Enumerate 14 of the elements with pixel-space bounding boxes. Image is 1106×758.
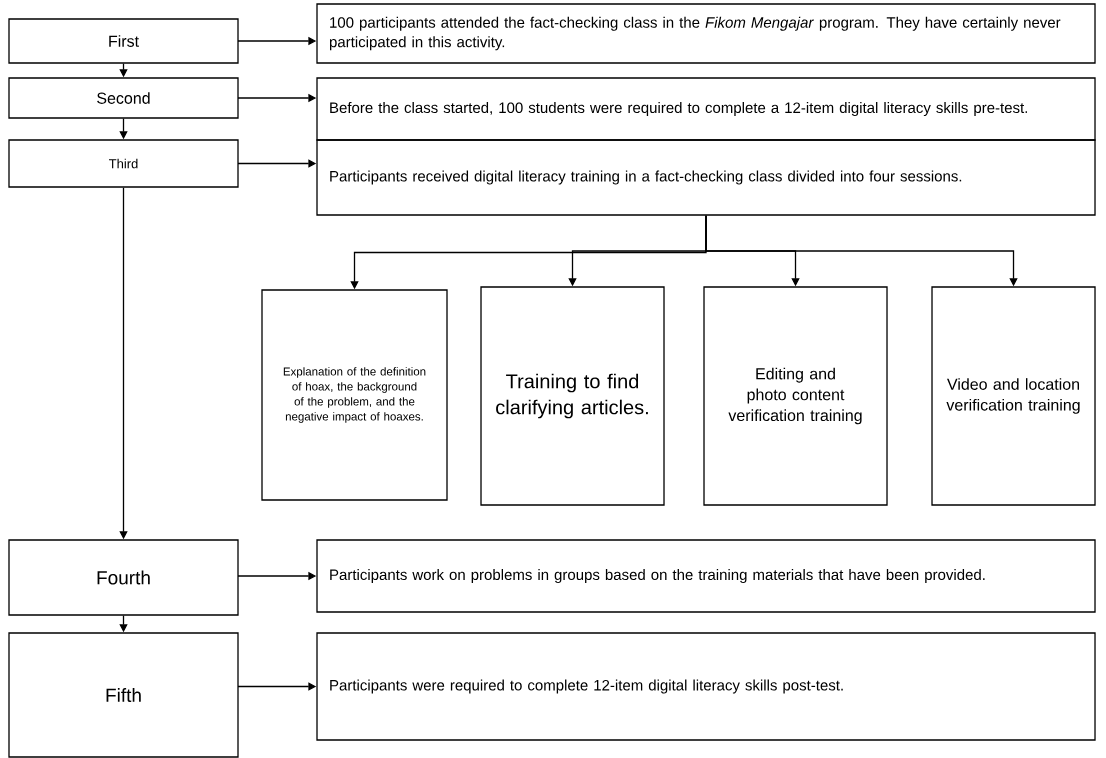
step-box: Third (8, 139, 239, 188)
step-box: Fifth (8, 632, 239, 758)
step-box: Second (8, 77, 239, 119)
description-box: Participants received digital literacy training in a fact-checking class divided into four sessions. (316, 139, 1096, 216)
session-box: Explanation of the definition of hoax, the background of the problem, and the negative impact of hoaxes. (261, 289, 448, 501)
session-box: Editing and photo content verification training (703, 286, 888, 506)
step-box: First (8, 18, 239, 64)
description-box: Participants were required to complete 12-item digital literacy skills post-test. (316, 632, 1096, 741)
description-box: Participants work on problems in groups based on the training materials that have been provided. (316, 539, 1096, 613)
step-box: Fourth (8, 539, 239, 616)
session-box: Training to find clarifying articles. (480, 286, 665, 506)
session-box: Video and location verification training (931, 286, 1096, 506)
description-box: 100 participants attended the fact-checking class in the Fikom Mengajar program. They have certainly never participated in this activity. (316, 3, 1096, 64)
description-box: Before the class started, 100 students were required to complete a 12-item digital literacy skills pre-test. (316, 77, 1096, 141)
